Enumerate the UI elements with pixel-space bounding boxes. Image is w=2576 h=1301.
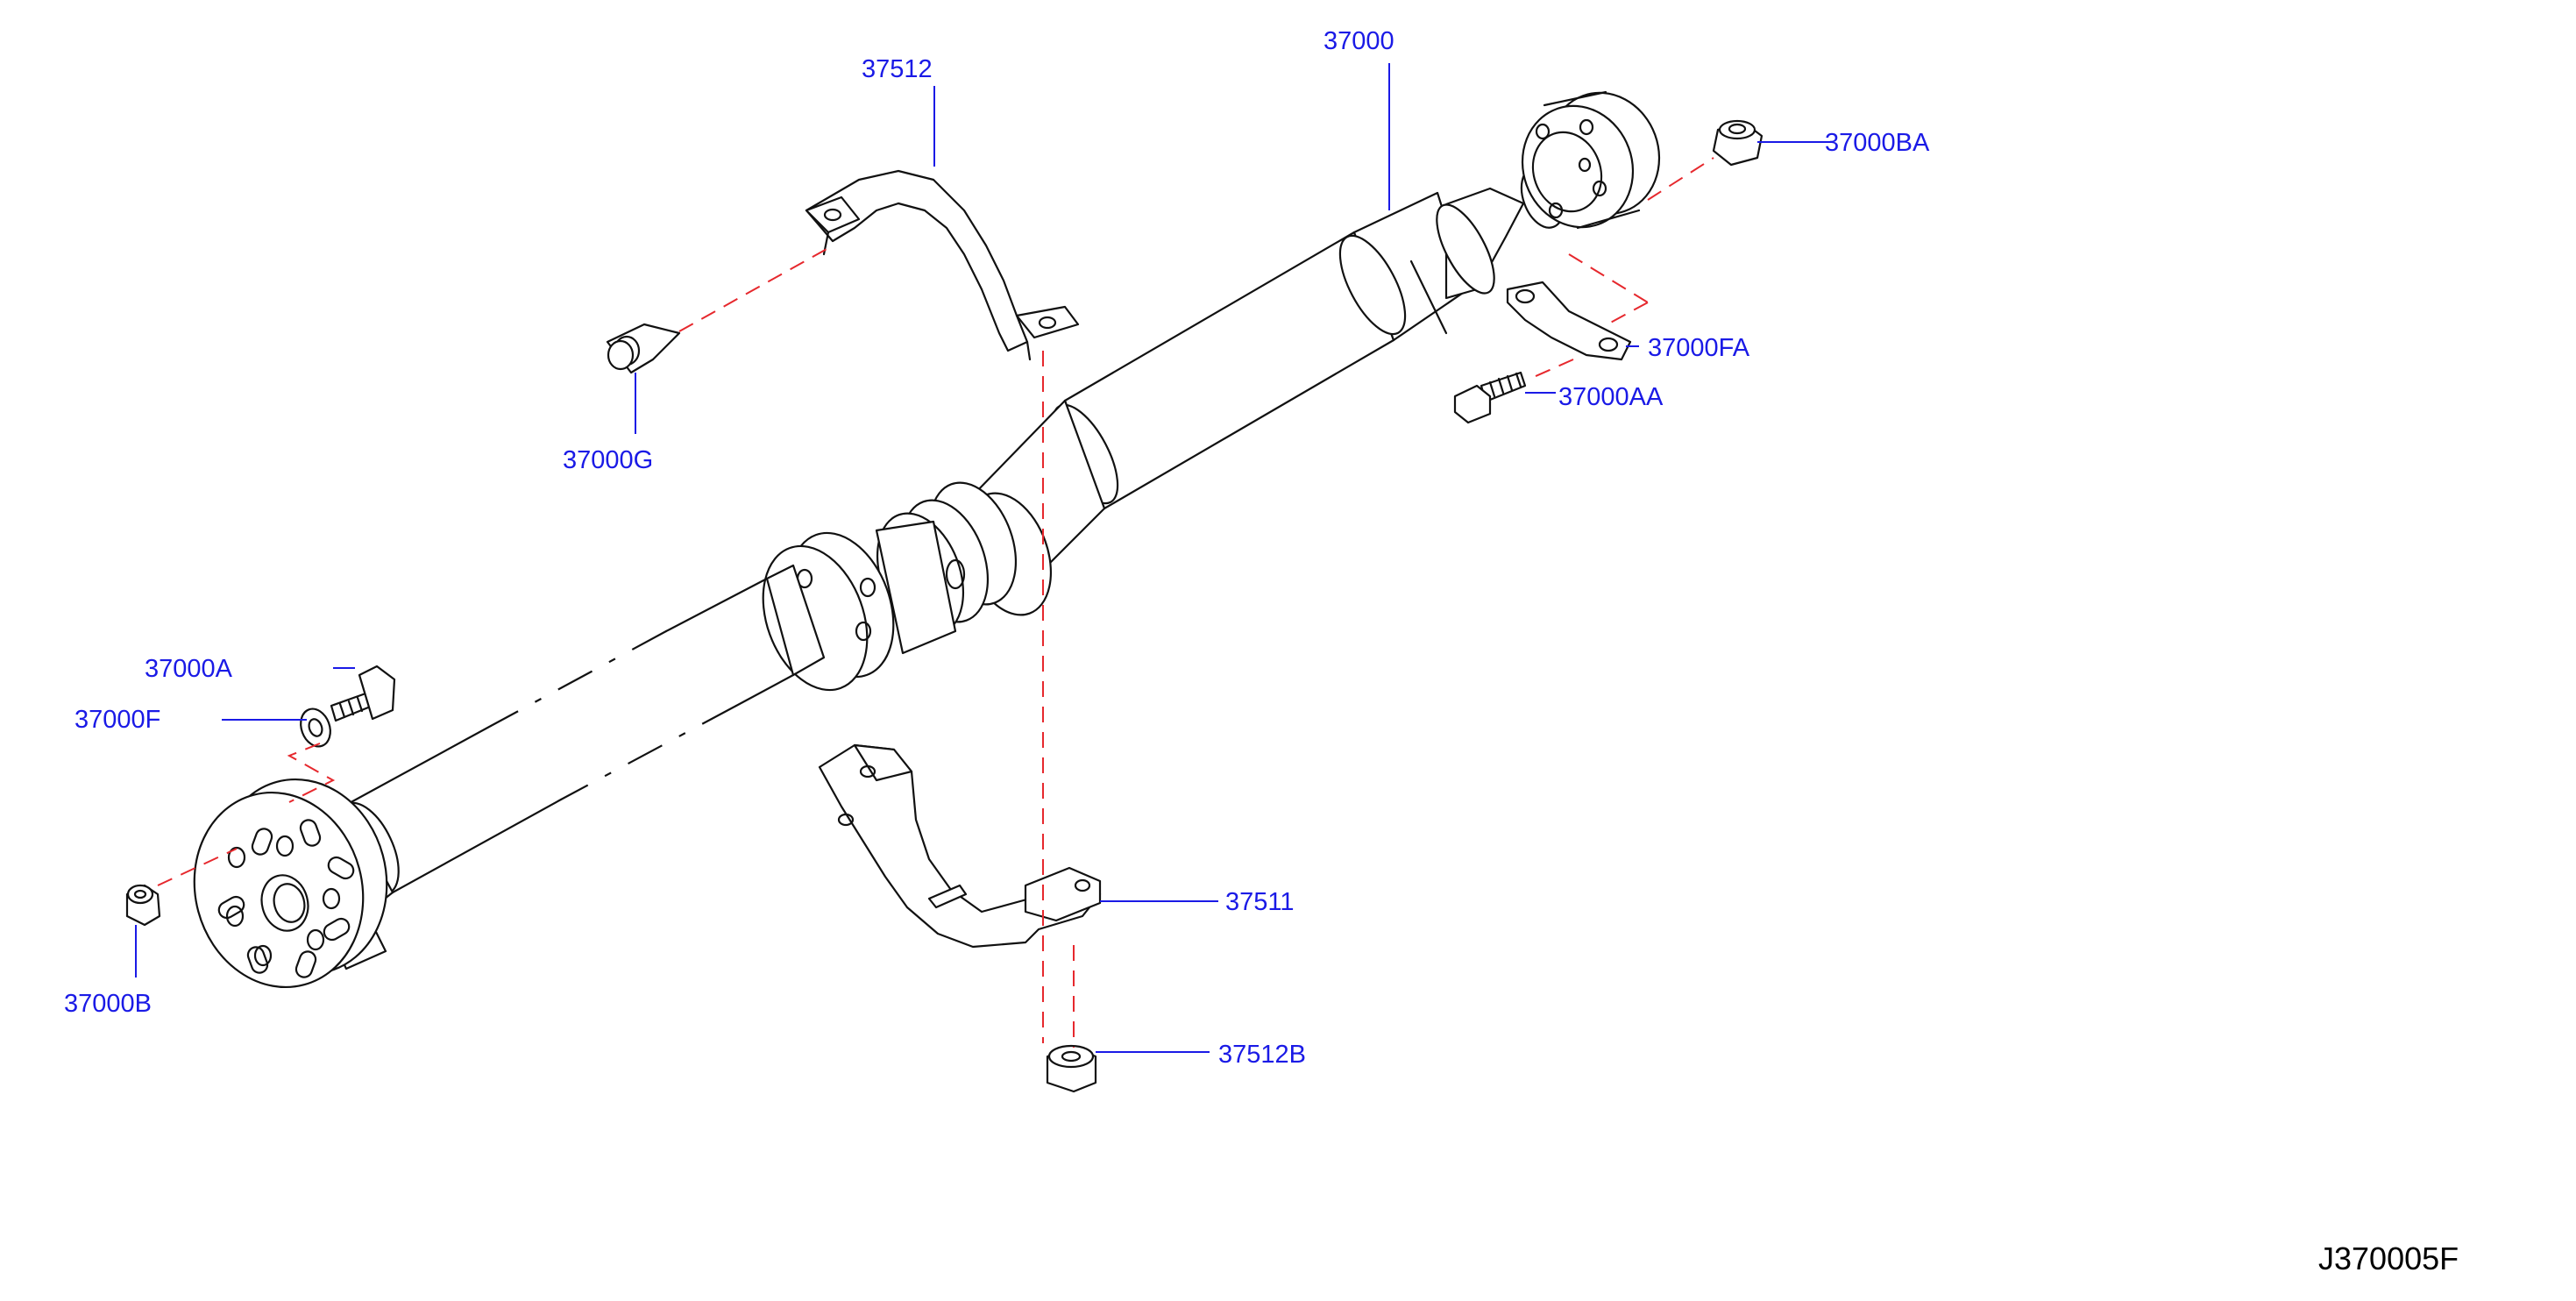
nut-37000b [125,884,161,927]
label-37000aa: 37000AA [1558,383,1664,411]
front-shaft-tube [1051,187,1525,510]
rear-shaft-tube [323,564,826,914]
assembly-centerlines [157,157,1714,1048]
nut-37512b [1046,1044,1097,1093]
label-37000f: 37000F [75,706,160,734]
washer-37000f [300,707,331,748]
label-37000a: 37000A [145,655,233,683]
diagram-code: J370005F [2318,1241,2459,1276]
label-37000: 37000 [1323,27,1394,55]
label-37000b: 37000B [64,990,152,1018]
rubber-coupling [193,778,388,989]
label-37000fa: 37000FA [1648,334,1750,362]
propeller-shaft [193,90,1661,989]
label-37511: 37511 [1225,888,1295,916]
label-37512: 37512 [862,55,933,83]
nut-37000ba [1712,119,1763,167]
leader-lines [135,63,1832,1053]
bolt-37000a [330,665,396,722]
upper-insulator-bracket [805,169,1080,361]
lower-insulator-bracket [818,743,1102,949]
part-labels: 37000 37512 37000BA 37000FA 37000AA 3700… [64,27,2459,1276]
clip-37000g [606,323,681,374]
front-flange [1520,90,1661,230]
label-37512b: 37512B [1218,1041,1306,1069]
washer-plate-37000fa [1506,281,1632,361]
label-37000ba: 37000BA [1825,129,1930,157]
label-37000g: 37000G [563,446,653,474]
bolt-37000aa [1453,371,1527,424]
